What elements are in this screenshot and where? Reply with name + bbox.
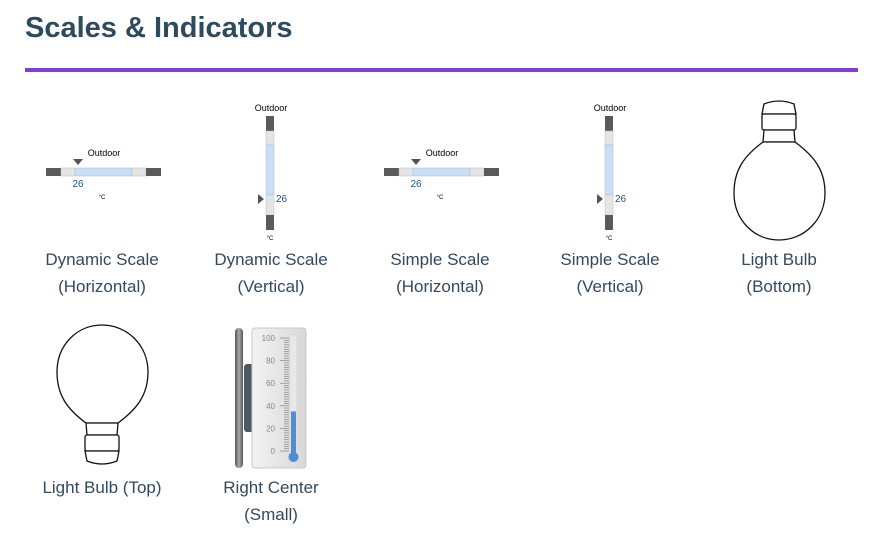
scale-unit: °C xyxy=(99,195,106,201)
widget-label: Dynamic Scale(Horizontal) xyxy=(45,250,159,296)
thermometer-bulb xyxy=(288,452,299,462)
tick-label: 100 xyxy=(262,334,276,343)
scale-value: 26 xyxy=(276,194,288,205)
page-title: Scales & Indicators xyxy=(25,12,293,44)
pointer-icon xyxy=(73,159,83,165)
light-bulb-icon xyxy=(733,100,826,241)
tick-label: 60 xyxy=(266,379,275,388)
pointer-icon xyxy=(258,194,264,204)
scale-value: 26 xyxy=(72,179,84,190)
thermometer-right-center-small[interactable]: 100 80 60 40 20 0 Right Center(Small) xyxy=(186,320,356,530)
widget-label: Dynamic Scale(Vertical) xyxy=(214,250,328,296)
scale-caption: Outdoor xyxy=(255,103,288,113)
dynamic-scale-vertical[interactable]: Outdoor 26 °C Dynamic Scale(Vertical) xyxy=(186,90,356,310)
thermometer-panel xyxy=(251,327,307,469)
light-bulb-top[interactable]: Light Bulb (Top) xyxy=(17,320,187,530)
tick-label: 40 xyxy=(266,402,275,411)
scale-caption: Outdoor xyxy=(594,103,627,113)
widget-label: Light Bulb (Top) xyxy=(42,478,162,497)
light-bulb-icon xyxy=(56,324,149,465)
pointer-icon xyxy=(597,194,603,204)
tick-label: 0 xyxy=(271,447,276,456)
tick-label: 80 xyxy=(266,357,275,366)
simple-scale-vertical[interactable]: Outdoor 26 °C Simple Scale(Vertical) xyxy=(525,90,695,310)
title-divider xyxy=(25,68,858,72)
scale-unit: °C xyxy=(437,195,444,201)
scale-caption: Outdoor xyxy=(426,148,459,158)
widget-label: Simple Scale(Vertical) xyxy=(560,250,660,296)
pointer-icon xyxy=(411,159,421,165)
widget-label: Simple Scale(Horizontal) xyxy=(390,250,490,296)
scale-caption: Outdoor xyxy=(88,148,121,158)
scale-value: 26 xyxy=(615,194,627,205)
scale-unit: °C xyxy=(267,236,274,242)
light-bulb-bottom[interactable]: Light Bulb(Bottom) xyxy=(694,90,864,310)
mount-rod xyxy=(235,328,243,468)
widget-label: Right Center(Small) xyxy=(223,478,319,524)
scale-unit: °C xyxy=(606,236,613,242)
thermometer-level xyxy=(291,411,296,457)
scale-value: 26 xyxy=(410,179,422,190)
simple-scale-horizontal[interactable]: Outdoor 26 °C Simple Scale(Horizontal) xyxy=(355,90,525,310)
dynamic-scale-horizontal[interactable]: Outdoor 26 °C Dynamic Scale(Horizontal) xyxy=(17,90,187,310)
tick-label: 20 xyxy=(266,424,275,433)
widget-label: Light Bulb(Bottom) xyxy=(741,250,817,296)
